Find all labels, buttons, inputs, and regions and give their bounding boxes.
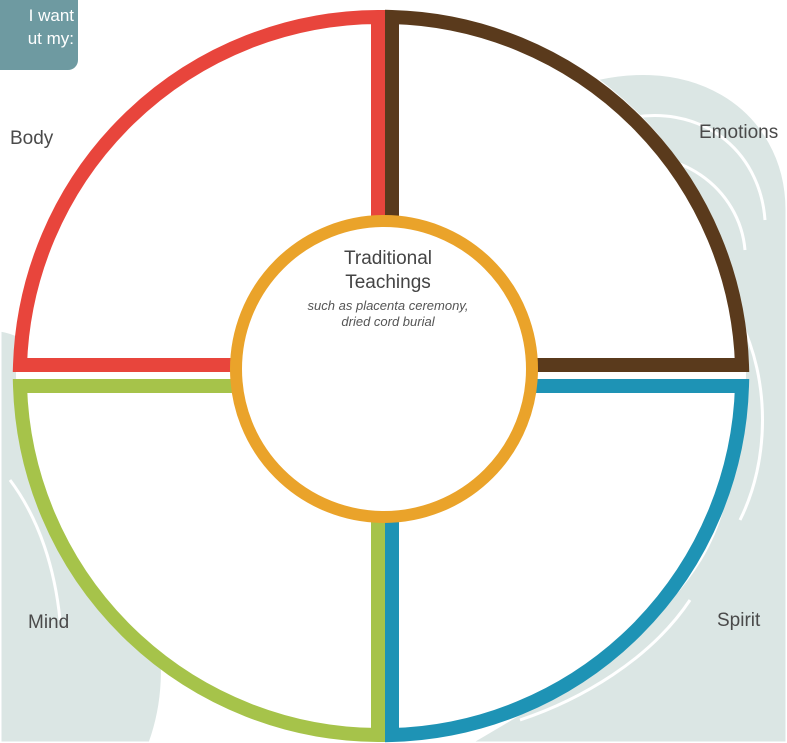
spirit-quadrant [385,379,750,743]
center-title-line2: Teachings [345,272,431,293]
prompt-tab-line1: I want [28,6,74,25]
center-title-line1: Traditional [343,248,432,269]
emotions-quadrant [385,9,750,372]
mind-quadrant [12,379,385,743]
body-label: Body [10,128,54,149]
center-title: Traditional Teachings [283,247,493,295]
body-quadrant [12,9,385,372]
prompt-tab-line2: ut my: [27,29,74,48]
center-subtitle-line1: such as placenta ceremony, [307,298,469,313]
mind-label: Mind [28,612,70,633]
center-circle [230,215,538,523]
center-subtitle-line2: dried cord burial [341,314,435,329]
emotions-label: Emotions [699,122,779,143]
center-subtitle: such as placenta ceremony, dried cord bu… [283,298,493,330]
prompt-tab: I want ut my: [0,0,78,70]
spirit-label: Spirit [717,610,761,631]
